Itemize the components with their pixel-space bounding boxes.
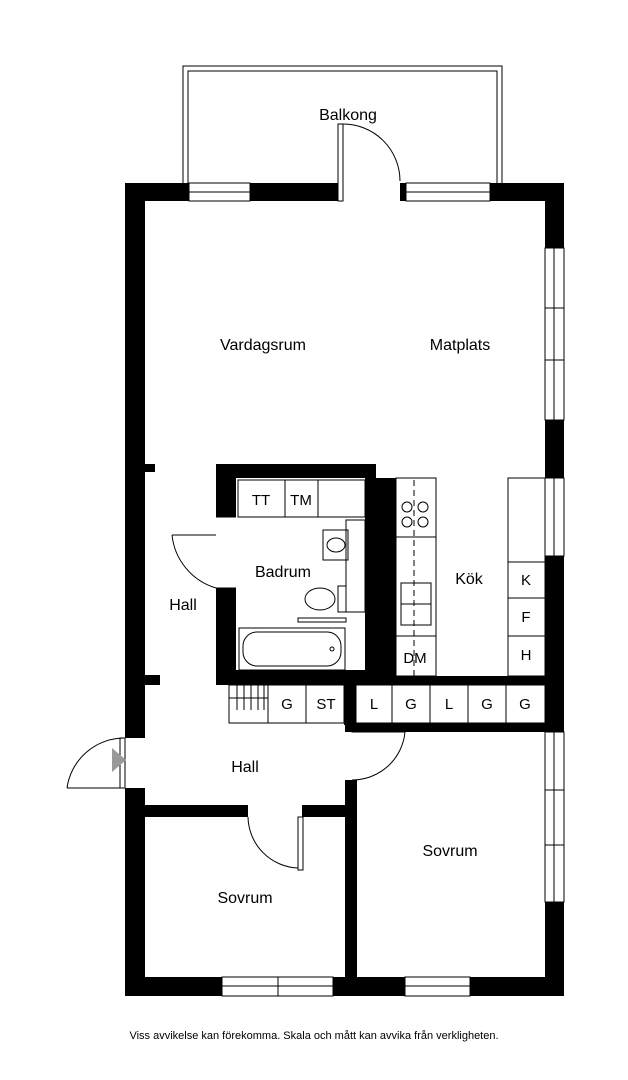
label-dm: DM [403, 650, 426, 667]
balcony-outline [182, 65, 503, 184]
label-closet-g3: G [481, 696, 493, 713]
windows [188, 182, 565, 997]
disclaimer-text: Viss avvikelse kan förekomma. Skala och … [129, 1030, 499, 1042]
label-f: F [521, 609, 530, 626]
label-dining: Matplats [430, 337, 490, 354]
label-bedroom-large: Sovrum [422, 843, 477, 860]
label-hall-upper: Hall [169, 597, 197, 614]
kitchen-fixtures [395, 477, 546, 680]
closet-row [228, 684, 546, 724]
label-closet-l2: L [445, 696, 453, 713]
label-h: H [521, 647, 532, 664]
label-tm: TM [290, 492, 312, 509]
entrance-door [66, 737, 150, 789]
label-bathroom: Badrum [255, 564, 311, 581]
exterior-walls [125, 183, 564, 996]
label-closet-g4: G [519, 696, 531, 713]
bathroom-door [171, 516, 236, 589]
label-balcony: Balkong [319, 107, 377, 124]
bedroom-doors [247, 726, 406, 871]
bathroom-fixtures [237, 479, 366, 671]
interior-walls [145, 464, 545, 977]
label-closet-g2: G [405, 696, 417, 713]
balcony-door [337, 123, 401, 202]
label-closet-st: ST [316, 696, 335, 713]
label-k: K [521, 572, 531, 589]
label-tt: TT [252, 492, 270, 509]
label-living-room: Vardagsrum [220, 337, 306, 354]
label-bedroom-small: Sovrum [217, 890, 272, 907]
label-closet-l1: L [370, 696, 378, 713]
label-kitchen: Kök [455, 571, 484, 588]
label-hall-lower: Hall [231, 759, 259, 776]
label-closet-g1: G [281, 696, 293, 713]
